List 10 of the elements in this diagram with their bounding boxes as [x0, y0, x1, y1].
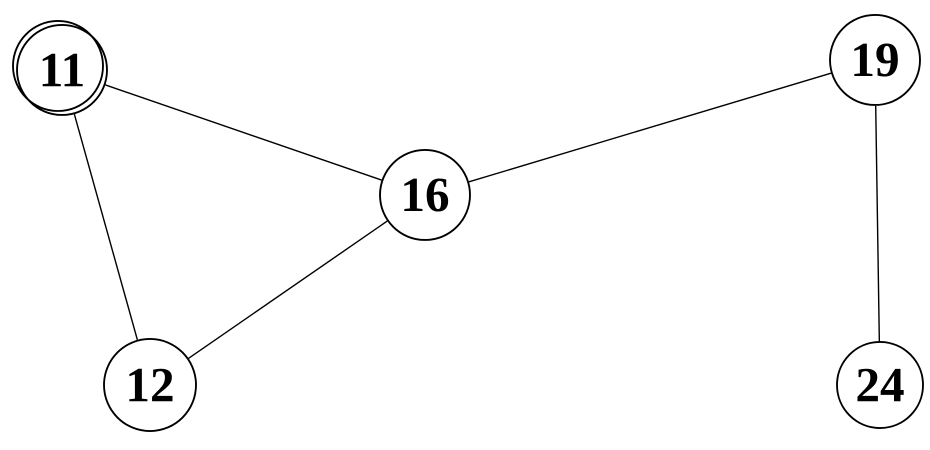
circle-node: 12 — [103, 338, 197, 432]
edge-line — [875, 106, 880, 342]
circle-node: 19 — [829, 14, 921, 106]
edge-line — [74, 114, 138, 340]
circle-node: 16 — [379, 149, 471, 241]
circle-node: 24 — [836, 341, 924, 429]
edge-line — [468, 72, 832, 182]
edge-line — [105, 84, 382, 181]
circle-node: 11 — [12, 20, 108, 116]
edge-line — [188, 220, 388, 359]
